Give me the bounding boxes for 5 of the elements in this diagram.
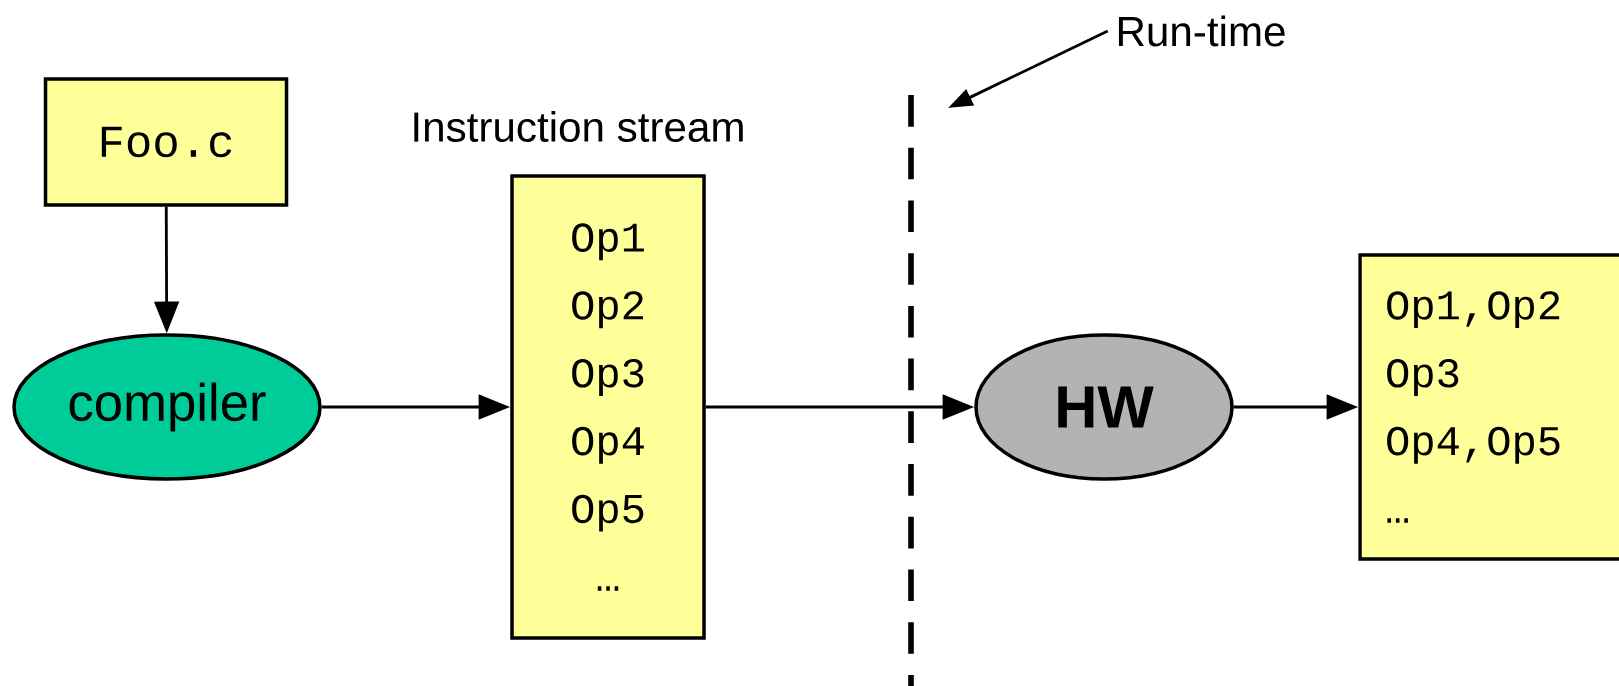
file-box: Foo.c xyxy=(43,77,289,207)
box-heading: Instruction stream xyxy=(414,111,743,142)
output-box: Op1,Op2 Op3 Op4,Op5 … xyxy=(1358,253,1619,561)
callout-text: Run-time xyxy=(1118,15,1285,47)
instruction-box: Op1 Op2 Op3 Op4 Op5 … xyxy=(510,174,706,640)
